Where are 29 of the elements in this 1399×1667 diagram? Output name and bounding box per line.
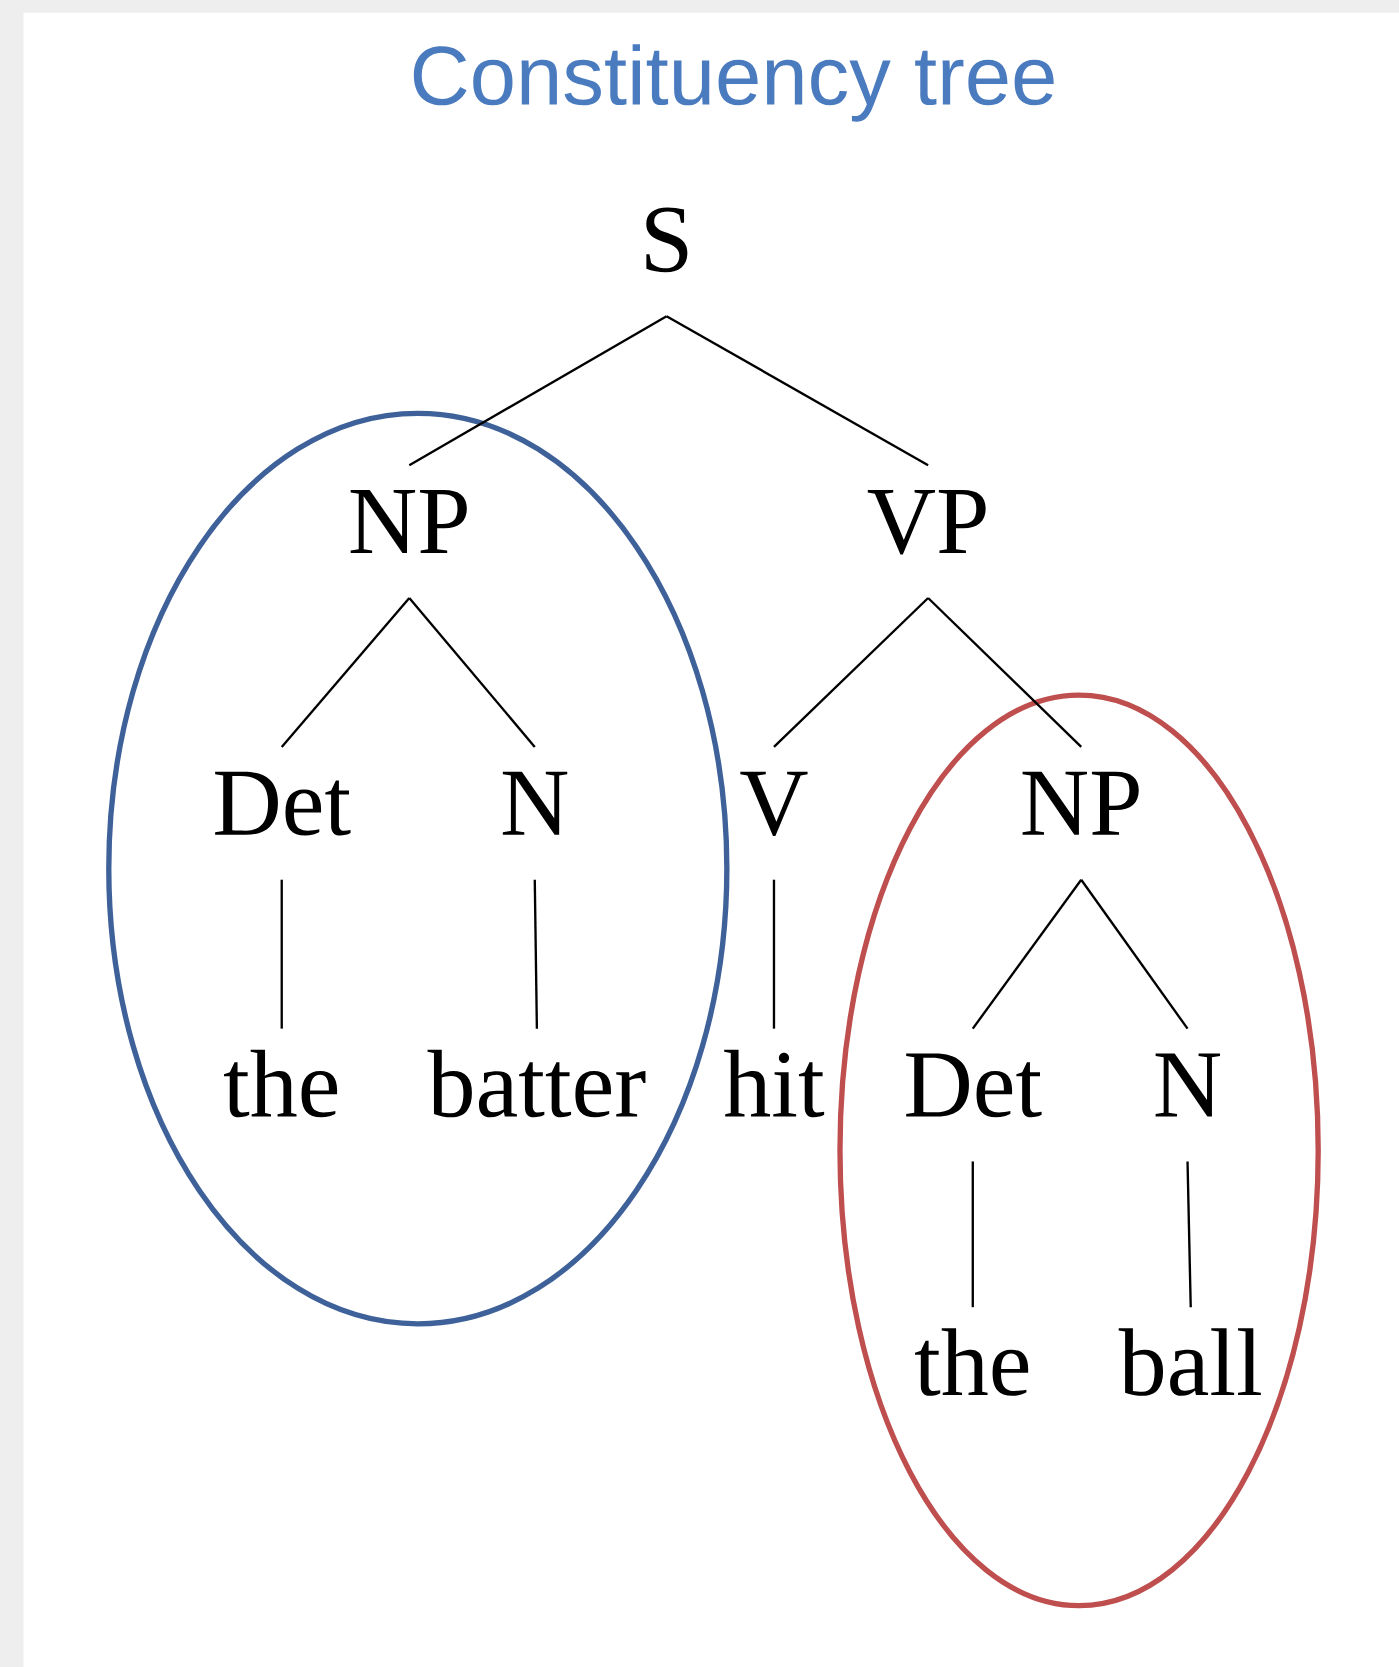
tree-branch: [1186, 1161, 1192, 1308]
tree-label: Det: [906, 1053, 1042, 1118]
tree-label: Det: [215, 771, 351, 836]
tree-branch: [408, 315, 668, 467]
tree-label: V: [740, 771, 808, 837]
tree-branch: [280, 597, 411, 748]
tree-label: NP: [1022, 771, 1139, 835]
tree-label: batter: [427, 1049, 646, 1118]
tree-label: S: [646, 207, 688, 273]
tree-label: the: [915, 1328, 1029, 1396]
tree-branch: [1080, 879, 1189, 1030]
tree-branch: [665, 315, 929, 467]
title: Constituency tree: [413, 44, 1054, 122]
tree-branch: [927, 597, 1082, 748]
tree-label: N: [502, 771, 568, 835]
tree-branch: [772, 879, 776, 1029]
tree-branch: [773, 597, 929, 748]
tree-label: VP: [867, 490, 986, 555]
tree-label: hit: [724, 1049, 825, 1118]
tree-label: the: [223, 1049, 338, 1118]
tree-branch: [971, 879, 1083, 1030]
tree-label: N: [1155, 1053, 1220, 1117]
tree-branch: [408, 597, 536, 748]
tree-label: NP: [350, 490, 467, 553]
tree-branch: [280, 879, 283, 1029]
grouping-ellipse: [837, 692, 1321, 1609]
tree-branch: [971, 1161, 974, 1308]
tree-label: ball: [1118, 1328, 1261, 1396]
tree-branch: [533, 879, 539, 1029]
